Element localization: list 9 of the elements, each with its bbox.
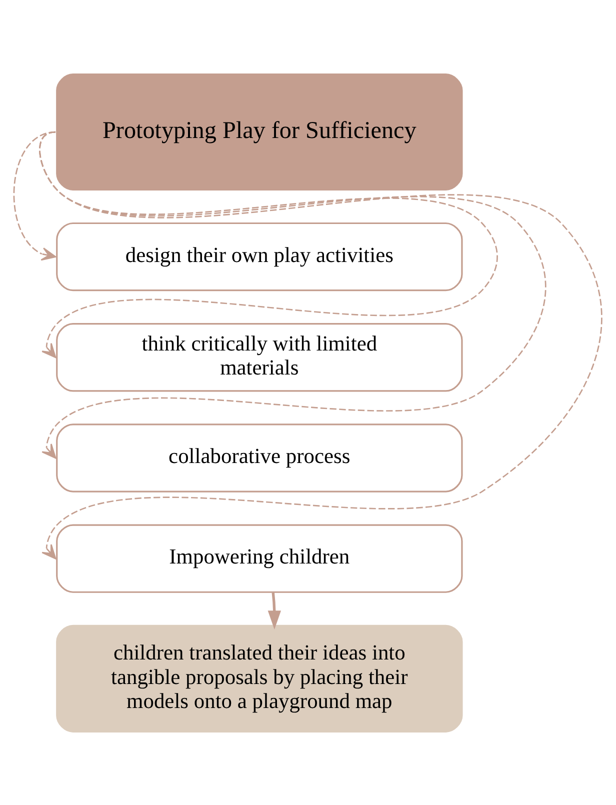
arrow [13,130,56,260]
node-box: collaborative process [56,423,463,492]
arrow [268,592,281,629]
node-box: design their own play activities [56,222,463,291]
node-box: Impowering children [56,524,463,592]
node-box: Prototyping Play for Sufficiency [56,73,463,190]
node-box: children translated their ideas into tangible proposals by placing their models onto a playground map [56,624,463,732]
arrow [39,130,602,559]
node-box: think critically with limited materials [56,322,463,392]
